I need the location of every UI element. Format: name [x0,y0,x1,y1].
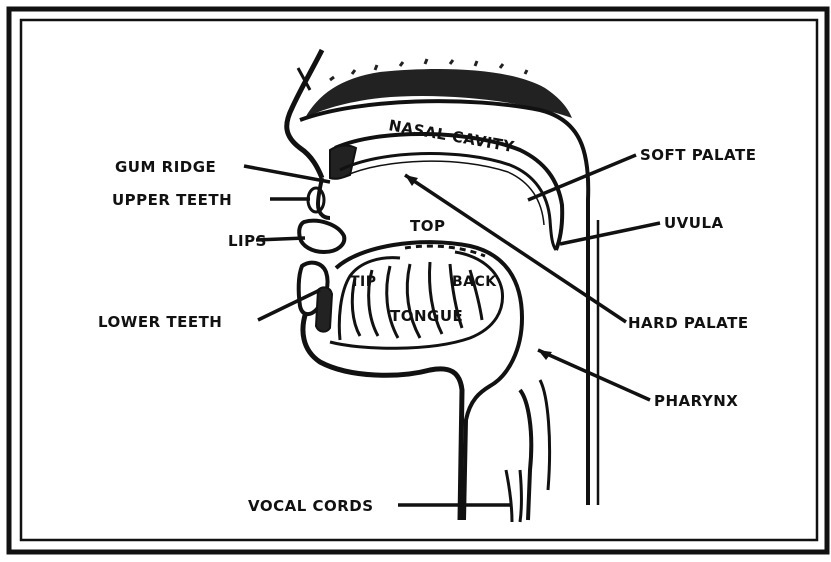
label-upper-teeth: UPPER TEETH [112,191,232,209]
label-tongue: TONGUE [390,307,463,325]
lower-teeth-shape [316,287,332,331]
head-hair-region [305,69,572,118]
chin-jaw-throat-outline [303,312,462,520]
label-pharynx: PHARYNX [654,392,738,410]
label-vocal-cords: VOCAL CORDS [248,497,374,515]
label-lips: LIPS [228,232,267,250]
label-nasal-cavity: NASAL CAVITY [387,116,516,156]
label-uvula: UVULA [664,214,724,232]
label-hard-palate: HARD PALATE [628,314,749,332]
label-tongue-tip: TIP [350,274,377,290]
larynx-line [540,380,550,490]
inner-border [21,20,817,540]
label-soft-palate: SOFT PALATE [640,146,756,164]
upper-lip [299,221,344,252]
label-gum-ridge: GUM RIDGE [115,158,216,176]
label-tongue-top: TOP [410,217,445,235]
label-lower-teeth: LOWER TEETH [98,313,222,331]
upper-tooth [308,188,324,212]
vocal-cords-shape [506,470,522,522]
nasal-cavity-floor [335,134,562,250]
label-tongue-back: BACK [452,274,497,290]
palate-inner-line [345,161,544,225]
